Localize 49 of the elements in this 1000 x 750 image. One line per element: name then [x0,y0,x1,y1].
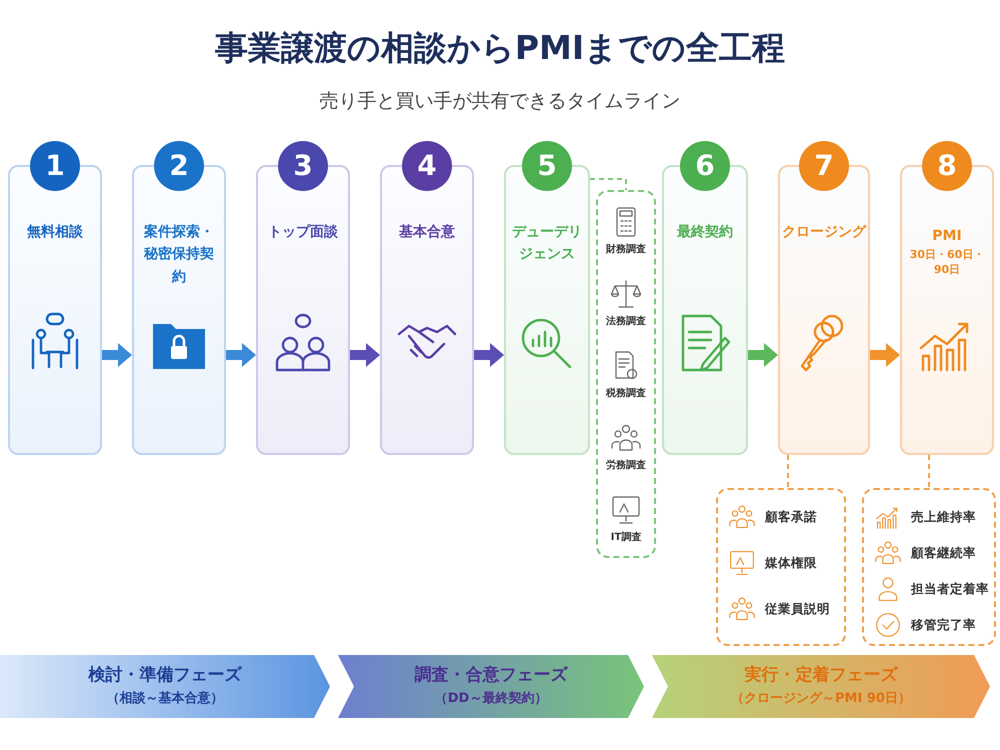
arrow [226,343,256,367]
step-subtitle: 30日・60日・90日 [908,247,986,277]
item-label: 媒体権限 [765,554,817,572]
item-label: 従業員説明 [765,600,830,618]
dashed-connector [787,455,789,488]
step-number: 6 [680,141,730,191]
step-title: PMI [931,227,963,246]
step-title: 最終契約 [676,223,734,242]
arrow [102,343,132,367]
step-number: 2 [154,141,204,191]
arrow [748,343,778,367]
item-label: 担当者定着率 [911,580,989,598]
item-label: 財務調査 [604,242,647,256]
item-label: 労務調査 [605,458,647,472]
step-number: 8 [922,141,972,191]
item-label: 売上維持率 [911,508,976,526]
step-number: 5 [522,141,572,191]
step-number: 3 [278,141,328,191]
dashed-panel [596,190,656,558]
arrow [474,343,504,367]
phase-title: 検討・準備フェーズ [88,664,242,686]
phase-range: （相談～基本合意） [106,690,224,707]
phase-range: （クロージング～PMI 90日） [731,690,911,707]
dashed-connector [590,178,627,190]
arrow [870,343,900,367]
step-title: クロージング [781,223,868,242]
diagram-title: 事業譲渡の相談からPMIまでの全工程 [214,27,786,69]
subtitle: 売り手と買い手が共有できるタイムライン [320,89,680,114]
step-number: 4 [402,141,452,191]
item-label: 顧客承諾 [765,508,817,526]
phase-title: 実行・定着フェーズ [744,664,898,686]
step-number: 7 [799,141,849,191]
phase-range: （DD～最終契約） [434,690,548,707]
step-title: デューデリジェンス [511,223,583,264]
phase-title: 調査・合意フェーズ [414,664,568,686]
step-title: トップ面談 [267,223,339,242]
step-title: 案件探索・秘密保持契約 [142,222,215,287]
step-title: 基本合意 [398,223,456,242]
dashed-panel [862,488,996,646]
item-label: 顧客継続率 [911,544,976,562]
dashed-panel [716,488,846,646]
item-label: 法務調査 [605,314,647,328]
item-label: IT調査 [610,530,642,544]
step-title: 無料相談 [26,223,84,242]
arrow [350,343,380,367]
dashed-connector [928,455,930,488]
item-label: 税務調査 [604,386,647,400]
item-label: 移管完了率 [911,616,976,634]
step-number: 1 [30,141,80,191]
